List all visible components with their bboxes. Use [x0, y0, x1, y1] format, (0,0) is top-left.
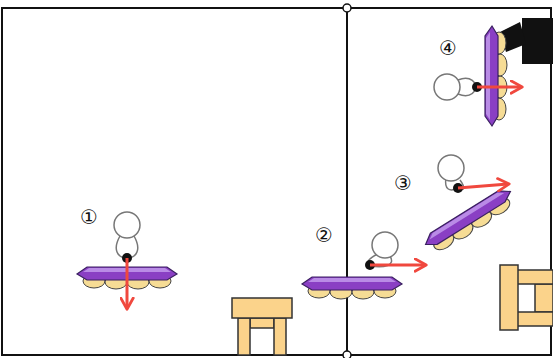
callout-number: ④: [439, 38, 457, 58]
callout-number: ②: [315, 225, 333, 245]
callout-number: ③: [394, 173, 412, 193]
callout-number: ①: [80, 207, 98, 227]
